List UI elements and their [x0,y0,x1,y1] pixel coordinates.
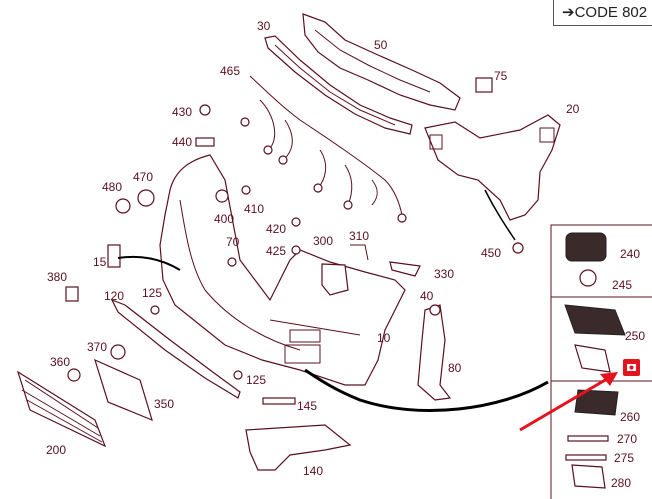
label-480: 480 [102,180,122,194]
label-245: 245 [612,278,632,292]
label-250: 250 [625,329,645,343]
part-470-sensor [137,189,155,207]
part-300-sensor [321,263,349,296]
label-80: 80 [448,361,462,375]
part-380-clip [65,286,79,302]
label-270: 270 [617,432,637,446]
part-270-strip [567,435,609,442]
label-275: 275 [614,451,634,465]
part-75-clip [475,77,493,93]
part-310-wire [350,244,369,261]
label-280: 280 [611,476,631,490]
part-480-ring [115,198,131,214]
part-125-screw [150,305,160,315]
part-140-cover [245,424,352,471]
part-145-strip [262,397,296,405]
part-20-bracket [424,114,561,221]
part-465-harness [249,75,403,216]
part-410-screw [241,185,251,195]
part-120-trim [110,298,241,399]
red-arrow [519,374,613,432]
part-15-bracket [107,244,121,268]
part-255-holder [574,344,611,373]
part-430-screw [199,104,211,116]
part-275-strip [565,454,607,461]
label-125a: 125 [142,286,162,300]
label-40: 40 [420,289,434,303]
label-380: 380 [47,270,67,284]
label-140: 140 [303,464,323,478]
code-label: ➔CODE 802 [553,0,652,26]
part-80-bracket [417,304,452,401]
label-50: 50 [374,38,388,52]
label-70: 70 [226,235,240,249]
label-75: 75 [494,69,508,83]
label-470: 470 [133,170,153,184]
label-240: 240 [620,247,640,261]
part-280-holder [571,464,606,489]
part-245-ring [579,269,597,287]
label-145: 145 [297,399,317,413]
label-10: 10 [377,331,391,345]
label-330: 330 [434,267,454,281]
label-350: 350 [154,397,174,411]
label-410: 410 [244,202,264,216]
label-300: 300 [313,234,333,248]
part-360-screw [67,368,81,382]
label-260: 260 [620,410,640,424]
label-15: 15 [93,255,107,269]
label-30: 30 [257,19,271,33]
label-425: 425 [266,244,286,258]
part-240-bezel [565,232,607,262]
label-360: 360 [50,355,70,369]
part-420-screw [291,217,301,227]
label-200: 200 [46,443,66,457]
label-450: 450 [481,246,501,260]
label-370: 370 [87,340,107,354]
label-120: 120 [104,289,124,303]
label-125b: 125 [246,373,266,387]
part-330-clip [389,261,421,277]
part-125b-screw [233,370,243,380]
arrow-curve-inset [304,368,549,412]
part-30-strip [264,35,413,135]
part-200-grille [16,370,107,448]
label-400: 400 [214,212,234,226]
label-420: 420 [266,222,286,236]
part-50-bracket [302,13,461,111]
label-430: 430 [172,105,192,119]
part-40-clip [429,304,441,316]
label-310: 310 [349,229,369,243]
part-450-screw [512,242,524,254]
part-425-nut [291,245,301,255]
part-260-bezel [574,389,619,416]
arrow-curve-15 [117,255,181,271]
part-370-grommet [110,344,126,360]
part-250-bezel [564,304,626,336]
label-20: 20 [566,102,580,116]
part-70-screw [227,257,237,267]
label-440: 440 [172,135,192,149]
arrow-450 [484,189,516,241]
part-350-plate [94,358,153,422]
part-440-clip [195,137,215,147]
part-400-holder [215,189,229,203]
label-465: 465 [220,64,240,78]
part-labels: 10 15 20 30 40 50 70 75 80 120 125 125 1… [46,19,645,490]
part-10-bumper-cover [159,154,406,386]
